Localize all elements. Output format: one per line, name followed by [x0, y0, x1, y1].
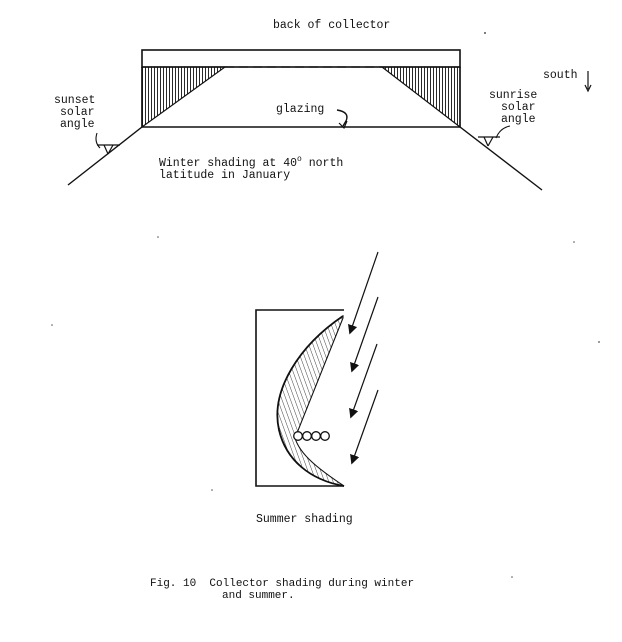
figure-caption: Fig. 10 Collector shading during winter … [150, 578, 414, 602]
sunset-angle-symbol [95, 132, 120, 155]
sunset-solar-angle-label: sunset solar angle [54, 94, 96, 131]
degree-mark: o [297, 155, 302, 164]
summer-shading-caption: Summer shading [256, 513, 353, 526]
scan-specks [51, 32, 600, 578]
summer-collector-frame [255, 309, 344, 487]
sun-ray-arrow [350, 296, 379, 373]
glazing-label: glazing [276, 103, 325, 116]
right-shaded-area [380, 66, 461, 129]
south-label: south [543, 69, 578, 82]
winter-caption-line1: Winter shading at 40 [159, 156, 298, 170]
sunrise-solar-angle-label: sunrise solar angle [489, 89, 538, 126]
figure-caption-line1: Fig. 10 Collector shading during winter [150, 578, 415, 590]
left-shaded-area [141, 66, 227, 129]
absorber-tubes [293, 431, 330, 441]
back-of-collector-label: back of collector [273, 19, 391, 32]
ground-left-slope [67, 126, 143, 186]
winter-caption: Winter shading at 40o north latitude in … [159, 154, 343, 182]
winter-caption-line1-end: north [301, 156, 344, 170]
winter-shading-diagram [67, 49, 592, 191]
glazing-pointer-arrow [336, 109, 348, 127]
figure-caption-line2: and summer. [222, 590, 295, 602]
summer-shading-diagram [255, 251, 379, 487]
collector-back [141, 49, 461, 68]
sunrise-angle-symbol [478, 125, 511, 147]
sun-ray-arrow [348, 251, 379, 335]
ground-right-slope [459, 126, 543, 191]
sun-ray-arrow [350, 389, 379, 465]
summer-shaded-area [276, 314, 345, 487]
winter-caption-line2: latitude in January [159, 168, 291, 182]
sun-ray-arrow [349, 343, 378, 419]
summer-sun-rays [348, 251, 379, 465]
